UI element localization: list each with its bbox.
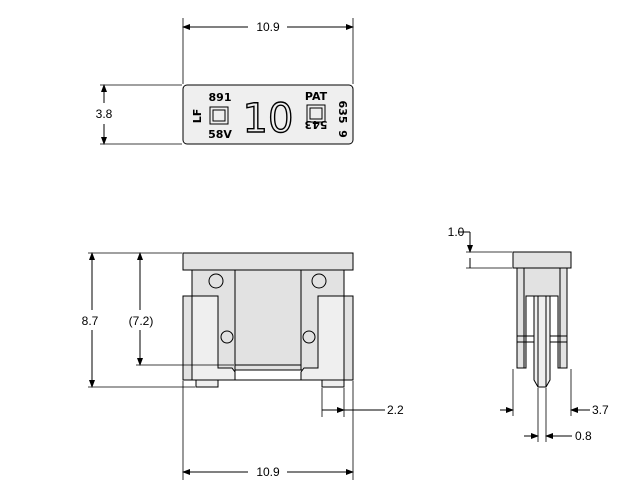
side-blade bbox=[533, 295, 551, 388]
front-height-dim: 8.7 bbox=[82, 314, 99, 328]
side-top-dim: 1.0 bbox=[448, 225, 465, 239]
side-width-dim: 3.7 bbox=[592, 403, 609, 417]
front-inner-height-dim: (7.2) bbox=[129, 314, 154, 328]
left-lower-hole bbox=[220, 330, 234, 344]
top-view: 10.9 3.8 LF 891 58V 10 PAT 543 635 9 bbox=[96, 18, 354, 145]
top-height-dim: 3.8 bbox=[96, 107, 113, 121]
mark-58v: 58V bbox=[208, 128, 232, 141]
top-width-dim: 10.9 bbox=[256, 20, 280, 34]
blade-thickness-dim: 0.8 bbox=[575, 429, 592, 443]
fuse-top-face bbox=[182, 84, 354, 145]
mark-pat: PAT bbox=[305, 90, 328, 103]
blade-width-dim: 2.2 bbox=[387, 403, 404, 417]
right-lower-hole bbox=[302, 330, 316, 344]
right-test-hole bbox=[311, 273, 327, 289]
left-test-hole bbox=[208, 273, 224, 289]
mark-543: 543 bbox=[305, 118, 328, 131]
mark-891: 891 bbox=[209, 91, 232, 104]
mark-635: 635 bbox=[336, 101, 349, 124]
mark-9: 9 bbox=[336, 130, 349, 138]
logo-mark: LF bbox=[191, 109, 204, 124]
side-view: 1.0 3.7 0.8 bbox=[448, 225, 609, 443]
rating-mark: 10 bbox=[243, 96, 294, 142]
front-view: 8.7 (7.2) 2.2 10.9 bbox=[82, 252, 404, 480]
bottom-width-dim: 10.9 bbox=[256, 465, 280, 479]
